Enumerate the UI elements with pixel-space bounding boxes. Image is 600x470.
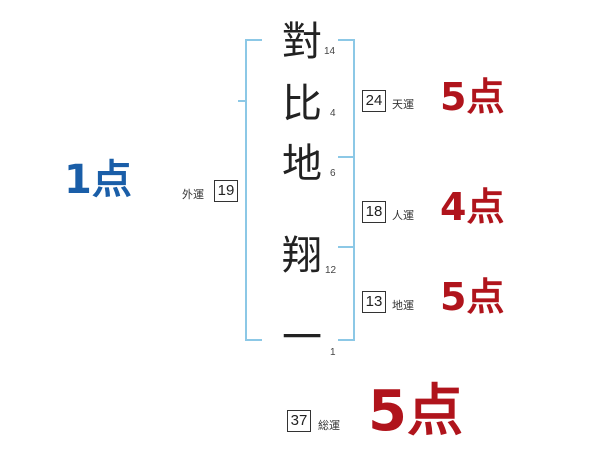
stroke-count-1: 14: [324, 46, 336, 57]
souun-score: 5点: [368, 379, 463, 444]
souun-value-box: 37: [287, 410, 311, 432]
chiun-label: 地運: [392, 299, 414, 312]
gaiun-value-box: 19: [214, 180, 238, 202]
jinun-label: 人運: [392, 209, 414, 222]
gaiun-label: 外運: [182, 188, 204, 201]
stroke-count-4: 12: [325, 265, 337, 276]
stroke-count-5: 1: [330, 347, 336, 358]
jinun-bracket: [338, 156, 355, 248]
chiun-score: 5点: [440, 275, 505, 319]
name-char-2: 比: [282, 81, 322, 127]
jinun-value-box: 18: [362, 201, 386, 223]
souun-label: 総運: [318, 419, 340, 432]
tenun-label: 天運: [392, 98, 414, 111]
chiun-bracket: [338, 246, 355, 341]
tenun-score: 5点: [440, 75, 505, 119]
stroke-count-2: 4: [330, 108, 336, 119]
chiun-value-box: 13: [362, 291, 386, 313]
name-char-5: 一: [282, 315, 322, 361]
name-char-3: 地: [282, 141, 322, 187]
gaiun-score: 1点: [64, 157, 132, 203]
name-char-4: 翔: [282, 233, 322, 279]
jinun-score: 4点: [440, 185, 505, 229]
outer-bracket: [245, 39, 262, 341]
tenun-value-box: 24: [362, 90, 386, 112]
name-char-1: 對: [282, 19, 322, 65]
stroke-count-3: 6: [330, 168, 336, 179]
tenun-bracket: [338, 39, 355, 158]
